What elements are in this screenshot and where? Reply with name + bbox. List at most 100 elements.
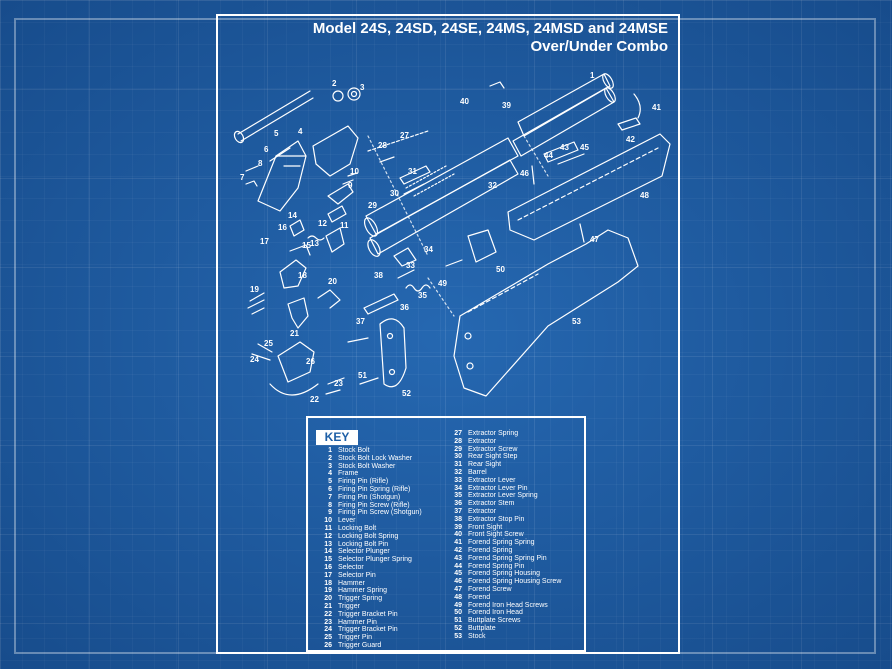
key-item: 27 Extractor Spring <box>448 430 561 438</box>
callout-32: 32 <box>488 181 497 190</box>
key-item-number: 32 <box>454 468 462 476</box>
key-item-label: Forend Spring Housing <box>468 570 540 578</box>
callout-36: 36 <box>400 303 409 312</box>
callout-42: 42 <box>626 135 635 144</box>
part-forend-spring <box>617 93 641 131</box>
key-item-number: 20 <box>324 595 332 603</box>
key-item-number: 49 <box>454 601 462 609</box>
callout-30: 30 <box>390 189 399 198</box>
callout-51: 51 <box>358 371 367 380</box>
key-item-label: Locking Bolt <box>338 524 377 532</box>
key-item-number: 13 <box>324 540 332 548</box>
key-item-number: 25 <box>324 634 332 642</box>
key-item-number: 52 <box>454 624 462 632</box>
callout-2: 2 <box>332 79 337 88</box>
callout-16: 16 <box>278 223 287 232</box>
key-item-number: 33 <box>454 476 462 484</box>
key-item-number: 31 <box>454 461 462 469</box>
key-item-label: Trigger Spring <box>338 595 383 603</box>
part-stock <box>453 229 639 397</box>
callout-47: 47 <box>590 235 599 244</box>
key-item: 8 Firing Pin Screw (Rifle) <box>318 502 422 510</box>
callout-45: 45 <box>580 143 589 152</box>
callout-21: 21 <box>290 329 299 338</box>
part-extractor-spring <box>367 130 429 163</box>
callout-53: 53 <box>572 317 581 326</box>
key-item-label: Forend Iron Head <box>468 609 523 617</box>
key-item-label: Extractor <box>468 507 497 515</box>
callout-3: 3 <box>360 83 365 92</box>
key-item-label: Stock <box>468 632 486 640</box>
key-item: 20 Trigger Spring <box>318 595 422 603</box>
part-barrel-pair <box>512 73 616 157</box>
key-item-number: 24 <box>324 626 332 634</box>
part-frame <box>257 125 359 212</box>
callout-25: 25 <box>264 339 273 348</box>
callout-24: 24 <box>250 355 259 364</box>
callout-7: 7 <box>240 173 245 182</box>
key-item-label: Firing Pin Screw (Shotgun) <box>338 509 422 517</box>
key-item-label: Selector Plunger <box>338 548 390 556</box>
part-stock-bolt <box>233 90 314 144</box>
key-item-label: Hammer Spring <box>338 587 388 595</box>
callout-40: 40 <box>460 97 469 106</box>
callout-22: 22 <box>310 395 319 404</box>
key-item-number: 8 <box>328 501 332 509</box>
key-item-label: Selector Plunger Spring <box>338 556 412 564</box>
key-item-number: 40 <box>454 531 462 539</box>
callout-52: 52 <box>402 389 411 398</box>
key-item-label: Firing Pin Spring (Rifle) <box>338 485 411 493</box>
callout-14: 14 <box>288 211 297 220</box>
key-item-number: 27 <box>454 430 462 437</box>
callout-8: 8 <box>258 159 263 168</box>
key-item-label: Extractor Stem <box>468 500 515 508</box>
key-item-number: 18 <box>324 579 332 587</box>
key-item-number: 42 <box>454 546 462 554</box>
key-item-number: 6 <box>328 485 332 493</box>
key-item-label: Extractor Stop Pin <box>468 515 525 523</box>
callout-6: 6 <box>264 145 269 154</box>
key-item-number: 15 <box>324 556 332 564</box>
callout-26: 26 <box>306 357 315 366</box>
key-item-label: Hammer <box>338 579 365 587</box>
key-item-label: Stock Bolt <box>338 447 370 454</box>
key-item-label: Firing Pin (Rifle) <box>338 478 389 486</box>
key-item-label: Firing Pin Screw (Rifle) <box>338 501 410 509</box>
key-item-label: Forend Iron Head Screws <box>468 601 548 609</box>
key-item-number: 7 <box>328 493 332 501</box>
key-item-label: Extractor Spring <box>468 430 519 437</box>
part-locking-bolt <box>307 227 345 253</box>
key-item-number: 47 <box>454 585 462 593</box>
part-lever <box>327 183 354 223</box>
key-item-label: Forend Spring Spring <box>468 539 535 547</box>
key-item-label: Forend <box>468 593 491 601</box>
key-item-number: 2 <box>328 454 332 462</box>
callout-9: 9 <box>348 181 353 190</box>
part-barrel <box>363 137 519 257</box>
